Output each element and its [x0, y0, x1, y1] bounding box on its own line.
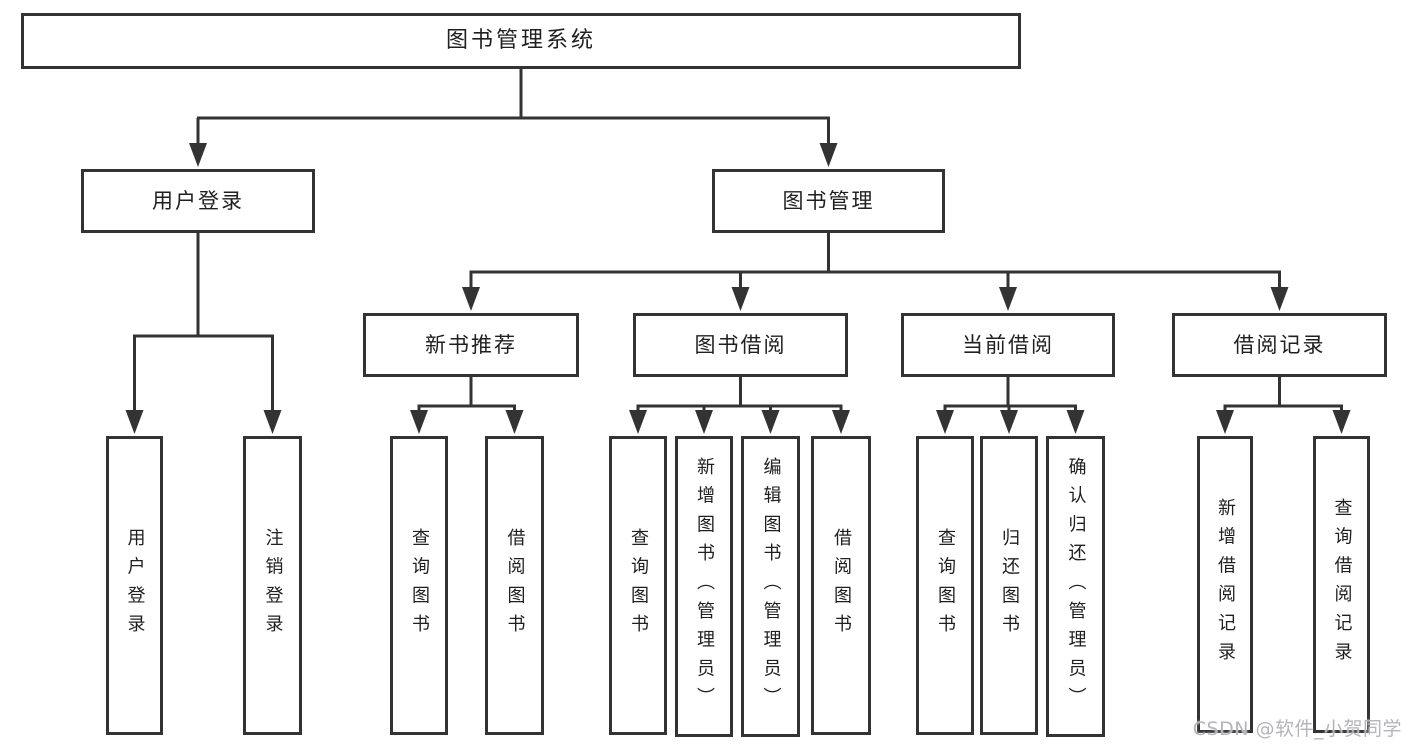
node-leaf-br-query-borrow-record: 查询借阅记录	[1313, 436, 1370, 733]
edges-book-borrowing-to-leaves	[629, 377, 850, 434]
node-book-borrowing: 图书借阅	[633, 313, 848, 377]
node-leaf-nbr-query-books: 查询图书	[390, 436, 448, 735]
arrowhead-icon	[832, 410, 850, 434]
node-leaf-nbr-borrow-books: 借阅图书	[485, 436, 544, 735]
node-user-login-group: 用户登录	[81, 169, 315, 233]
node-borrowing-records: 借阅记录	[1172, 313, 1387, 377]
node-current-borrowing: 当前借阅	[901, 313, 1115, 377]
node-leaf-bb-add-books-admin: 新增图书（管理员）	[675, 436, 733, 737]
arrowhead-icon	[462, 287, 480, 311]
arrowhead-icon	[761, 410, 780, 434]
arrowhead-icon	[410, 410, 428, 434]
edges-current-borrowing-to-leaves	[936, 377, 1085, 434]
arrowhead-icon	[1270, 287, 1289, 311]
edges-user-login-to-leaves	[125, 233, 282, 434]
edges-borrowing-records-to-leaves	[1216, 377, 1351, 434]
arrowhead-icon	[505, 410, 524, 434]
arrowhead-icon	[936, 410, 954, 434]
arrowhead-icon	[1216, 410, 1234, 434]
node-leaf-user-login: 用户登录	[106, 436, 163, 735]
arrowhead-icon	[731, 287, 750, 311]
arrowhead-icon	[1066, 410, 1085, 434]
node-leaf-cb-return-books: 归还图书	[980, 436, 1038, 735]
arrowhead-icon	[1332, 410, 1351, 434]
edges-root-to-level2	[189, 69, 838, 167]
arrowhead-icon	[819, 143, 838, 167]
arrowhead-icon	[999, 287, 1017, 311]
watermark-csdn: CSDN @软件_小贺同学	[1192, 718, 1402, 740]
arrowhead-icon	[629, 410, 647, 434]
edges-new-book-recommendation-to-leaves	[410, 377, 524, 434]
node-leaf-logout: 注销登录	[243, 436, 302, 735]
arrowhead-icon	[189, 143, 207, 167]
node-leaf-bb-edit-books-admin: 编辑图书（管理员）	[741, 436, 800, 737]
node-library-management-system: 图书管理系统	[21, 13, 1021, 69]
node-leaf-br-add-borrow-record: 新增借阅记录	[1197, 436, 1253, 733]
edges-book-management-to-level3	[462, 233, 1289, 311]
node-leaf-cb-confirm-return-admin: 确认归还（管理员）	[1046, 436, 1105, 737]
arrowhead-icon	[695, 410, 713, 434]
node-new-book-recommendation: 新书推荐	[363, 313, 579, 377]
node-leaf-cb-query-books: 查询图书	[916, 436, 974, 735]
arrowhead-icon	[125, 410, 144, 434]
node-leaf-bb-query-books: 查询图书	[609, 436, 667, 735]
node-book-management: 图书管理	[712, 169, 945, 233]
arrowhead-icon	[1000, 410, 1018, 434]
arrowhead-icon	[263, 410, 282, 434]
node-leaf-bb-borrow-books: 借阅图书	[811, 436, 871, 735]
